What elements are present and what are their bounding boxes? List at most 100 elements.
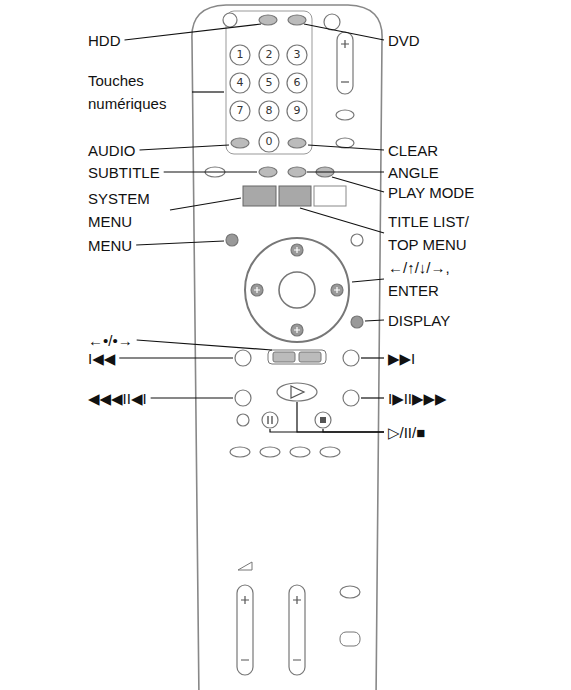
title-list-button [279, 186, 311, 206]
callout-label: Touches numériques [88, 69, 188, 115]
leader-line [304, 24, 384, 40]
enter-button [279, 272, 315, 308]
callout-label: CLEAR [388, 139, 438, 162]
callout-label: I▶II▶▶▶ [388, 387, 447, 410]
key-number: 8 [266, 105, 273, 117]
clear-button [288, 138, 306, 148]
leader-line [300, 208, 384, 233]
subtitle-button [259, 167, 277, 177]
callout-label: SUBTITLE [88, 161, 160, 184]
key-number: 5 [266, 77, 273, 89]
callout-label: ▷/II/■ [388, 421, 425, 444]
input-button [340, 632, 360, 646]
number-key [287, 101, 307, 121]
leader-line [361, 397, 384, 398]
replay-advance-frame [268, 350, 326, 364]
advance-button [299, 352, 321, 362]
button [230, 447, 250, 457]
menu-button [226, 234, 238, 246]
key-number: 0 [266, 136, 273, 148]
leader-line [137, 340, 272, 350]
button [336, 110, 354, 120]
leader-line [119, 357, 233, 358]
callout-label: ←/↑/↓/→, ENTER [388, 256, 468, 302]
leader-line [125, 24, 262, 40]
button [320, 447, 340, 457]
callout-label: ANGLE [388, 161, 439, 184]
keypad-frame [226, 11, 312, 154]
next-button [343, 350, 359, 366]
leader-line [332, 177, 384, 192]
number-key [259, 132, 279, 152]
power-button [324, 14, 340, 30]
callout-label: DISPLAY [388, 309, 450, 332]
leader-line [192, 91, 224, 92]
leader-line [297, 402, 384, 432]
number-key [287, 45, 307, 65]
hdd-button [259, 15, 277, 25]
stop-mark [320, 417, 326, 423]
system-menu-button [243, 186, 276, 206]
dvd-button [288, 15, 306, 25]
key-number: 1 [237, 49, 244, 61]
key-number: 7 [237, 105, 244, 117]
minus-sign [341, 81, 349, 82]
leader-line [151, 397, 233, 398]
stop-button [315, 412, 331, 428]
volume-rocker [337, 32, 353, 94]
volume-icon [238, 562, 252, 570]
key-number: 4 [237, 77, 244, 89]
number-key [230, 101, 250, 121]
callout-label: TITLE LIST/ TOP MENU [388, 210, 483, 256]
number-key [230, 73, 250, 93]
callout-label: AUDIO [88, 139, 136, 162]
tv-power-button [340, 586, 360, 598]
remote-body [192, 5, 382, 690]
replay-button [273, 352, 295, 362]
callout-label: DVD [388, 29, 420, 52]
blank-button [314, 186, 346, 206]
key-number: 2 [266, 49, 273, 61]
rewind-button [235, 390, 251, 406]
number-key [259, 73, 279, 93]
leader-line [164, 171, 257, 172]
leader-line [361, 357, 384, 358]
button [351, 234, 363, 246]
leader-line [140, 145, 229, 150]
key-number: 3 [294, 49, 301, 61]
leader-line [270, 429, 384, 432]
leader-line [170, 198, 241, 210]
callout-label: HDD [88, 29, 121, 52]
plus-sign [341, 40, 349, 48]
arrow-marks [254, 247, 340, 333]
number-key [230, 45, 250, 65]
leader-line [365, 320, 384, 321]
key-number: 6 [294, 77, 301, 89]
display-button [351, 316, 363, 328]
leader-line [308, 145, 384, 150]
number-key [287, 73, 307, 93]
callout-label: PLAY MODE [388, 181, 474, 204]
forward-button [343, 390, 359, 406]
pause-mark [268, 416, 272, 424]
navigation-ring [245, 238, 349, 342]
callout-label: SYSTEM MENU [88, 187, 166, 233]
pause-button [262, 412, 278, 428]
key-number: 9 [294, 105, 301, 117]
eject-button [223, 13, 237, 27]
button [260, 447, 280, 457]
previous-button [235, 350, 251, 366]
plus-minus-marks [241, 596, 301, 660]
leader-line [352, 279, 384, 282]
callout-label: ▶▶I [388, 347, 415, 370]
button [237, 414, 249, 426]
leader-line [307, 171, 384, 172]
angle-button [288, 167, 306, 177]
play-button [277, 383, 317, 401]
callout-label: ◀◀◀II◀I [88, 387, 147, 410]
play-triangle [291, 386, 304, 398]
callout-label: ←•/•→ [88, 329, 133, 352]
